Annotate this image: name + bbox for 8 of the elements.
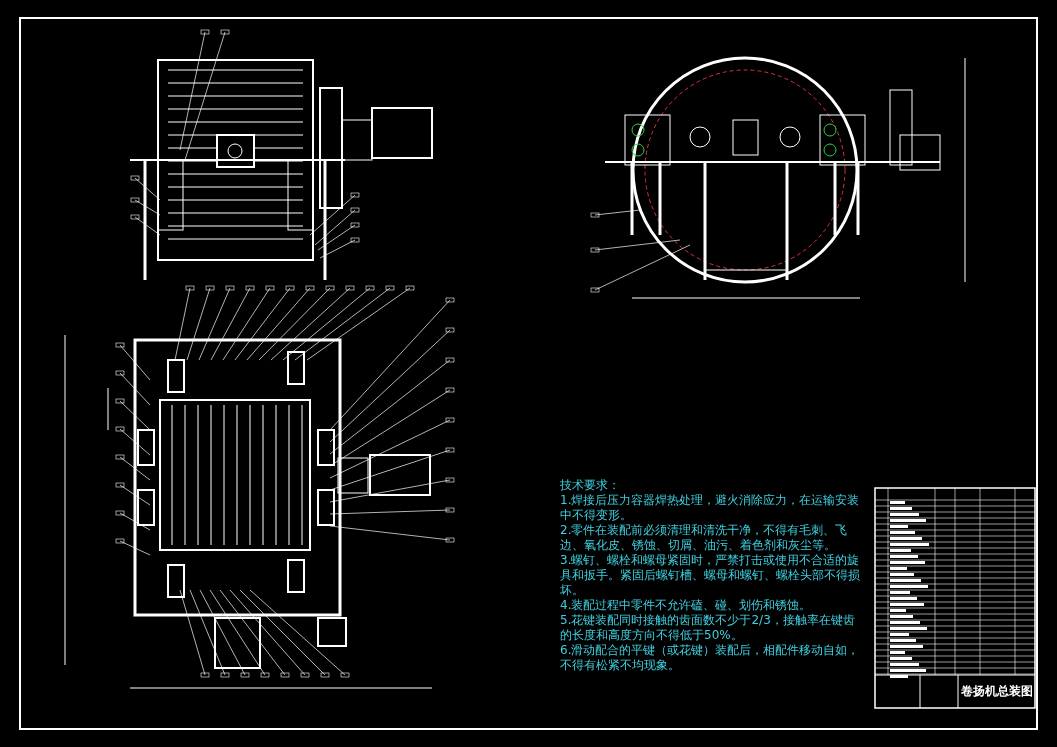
requirement-note: 3.螺钉、螺栓和螺母紧固时，严禁打击或使用不合适的旋具和扳手。紧固后螺钉槽、螺母和螺钉、螺栓头部不得损坏。	[560, 553, 861, 598]
requirement-note: 1.焊接后压力容器焊热处理，避火消除应力，在运输安装中不得变形。	[560, 493, 861, 523]
requirements-heading: 技术要求：	[560, 478, 621, 493]
requirement-note: 6.滑动配合的平键（或花键）装配后，相配件移动自如，不得有松紧不均现象。	[560, 643, 861, 673]
requirement-note: 2.零件在装配前必须清理和清洗干净，不得有毛刺、飞边、氧化皮、锈蚀、切屑、油污、着色剂和灰尘等。	[560, 523, 849, 553]
requirement-note: 4.装配过程中零件不允许磕、碰、划伤和锈蚀。	[560, 598, 813, 613]
drawing-title: 卷扬机总装图	[960, 683, 1034, 699]
requirement-note: 5.花键装配同时接触的齿面数不少于2/3，接触率在键齿的长度和高度方向不得低于50%。	[560, 613, 856, 643]
